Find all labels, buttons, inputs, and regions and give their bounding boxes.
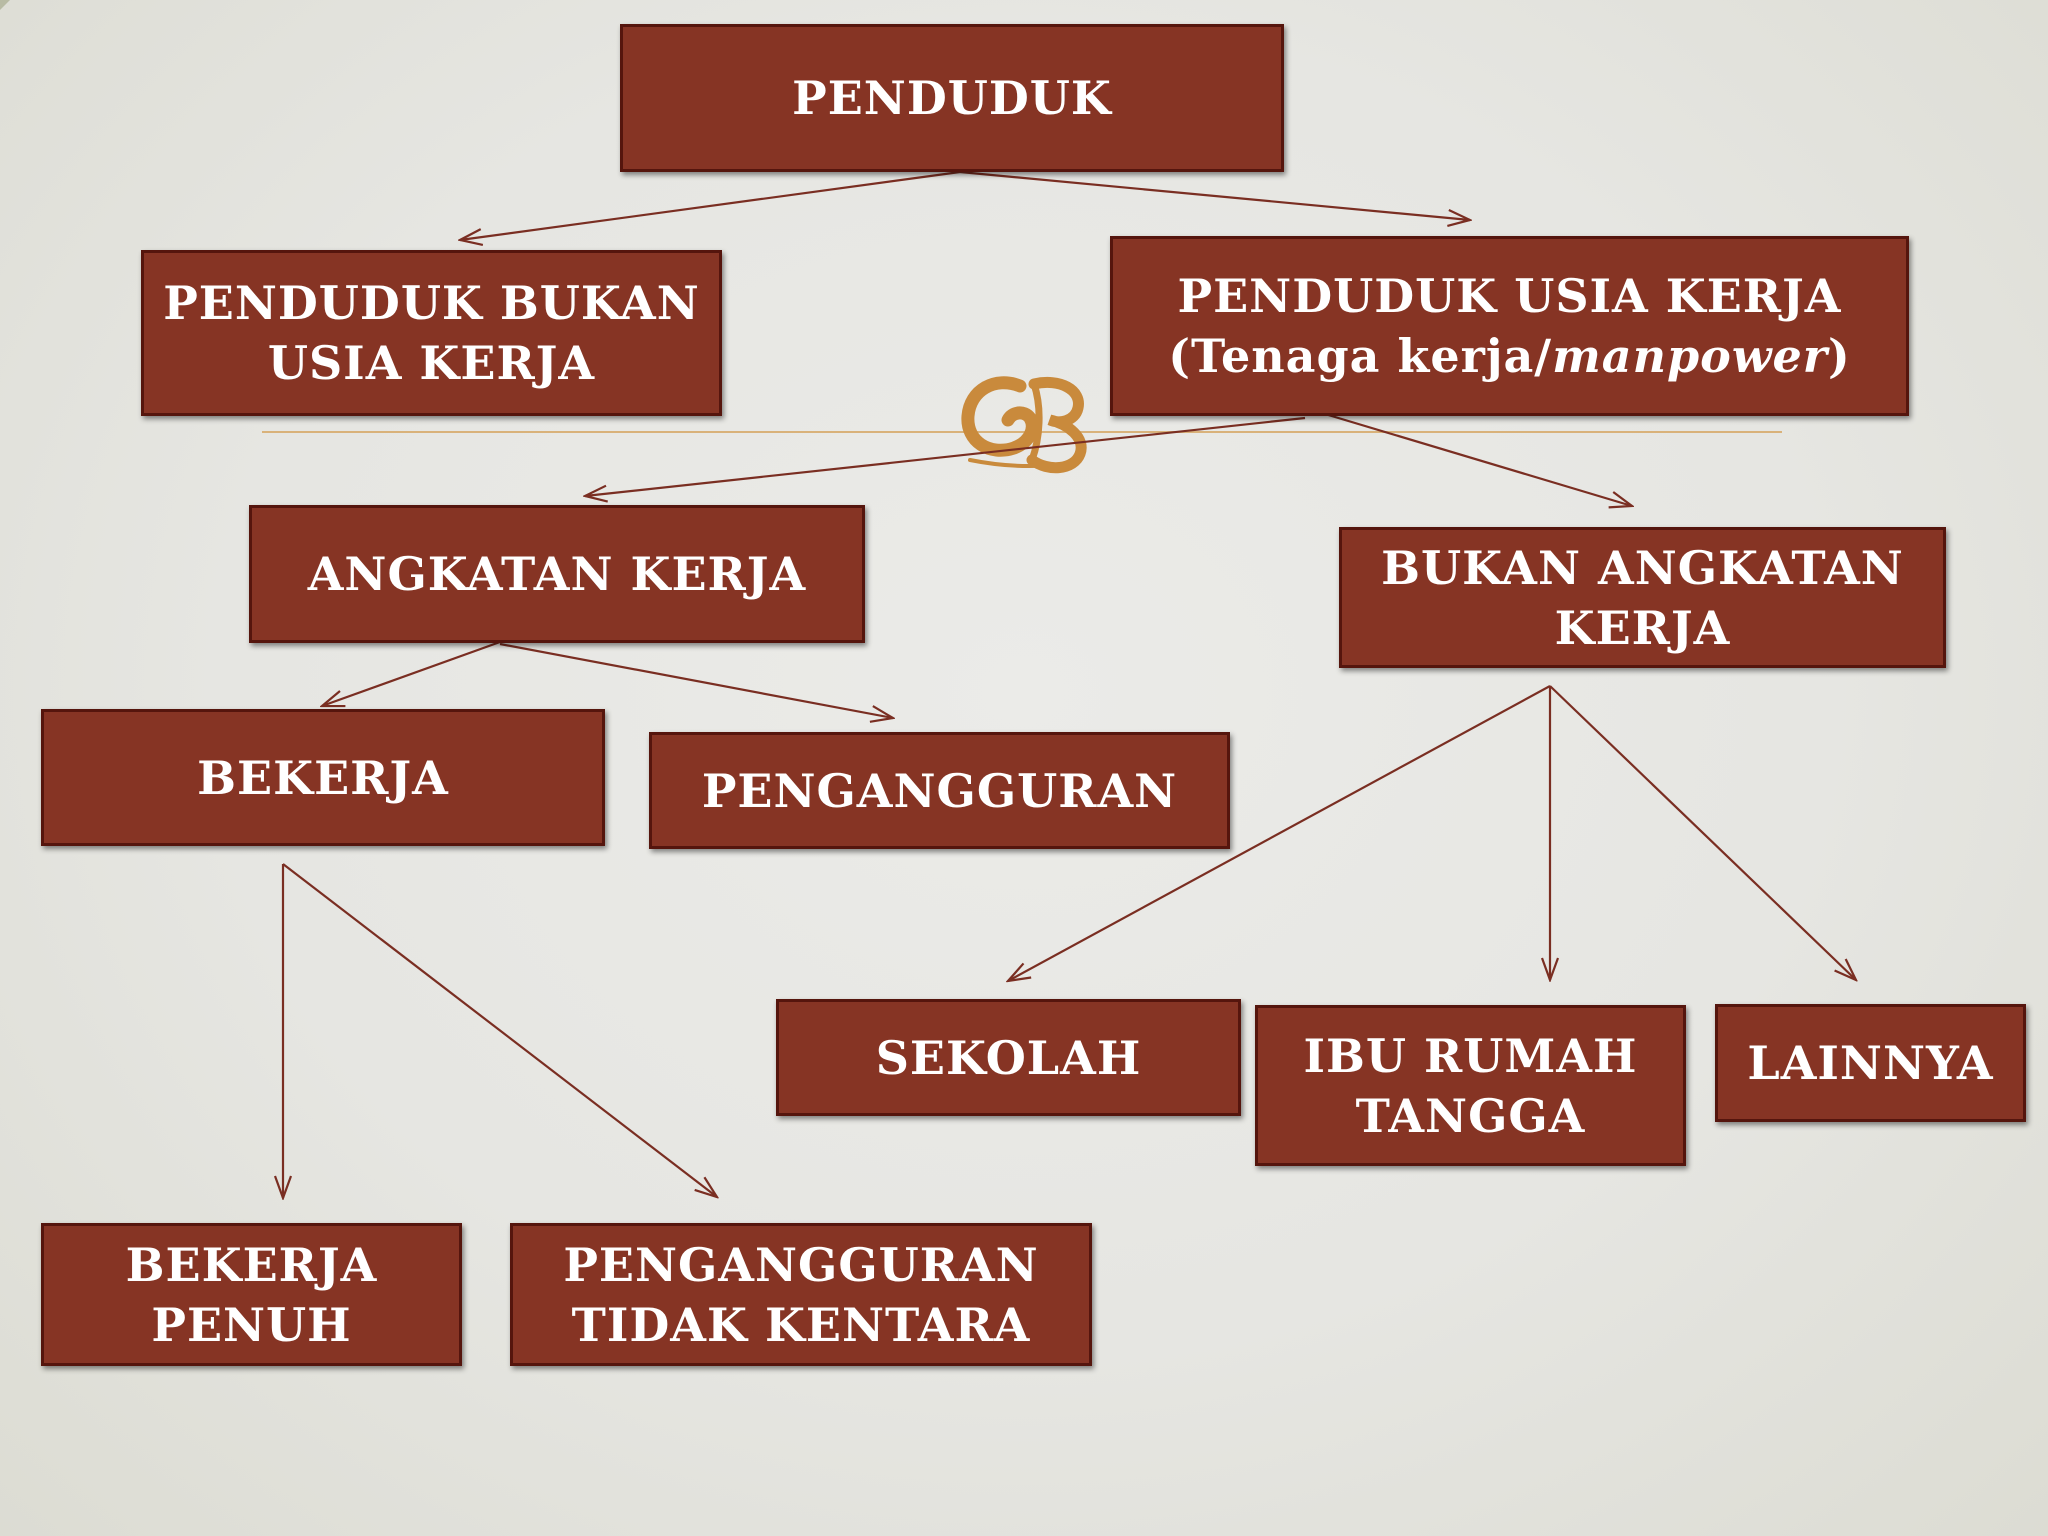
arrow-angkatan-kerja-to-bekerja <box>322 640 501 706</box>
node-bekerja: BEKERJA <box>41 709 605 846</box>
arrow-usia-kerja-to-angkatan-kerja <box>585 416 1306 496</box>
node-penduduk-label: PENDUDUK <box>792 71 1112 125</box>
arrow-penduduk-to-usia-kerja <box>959 170 1470 220</box>
node-bekerja-label: BEKERJA <box>197 750 449 805</box>
node-lainnya-label: LAINNYA <box>1747 1036 1994 1090</box>
arrow-usia-kerja-to-bukan-angkatan-kerja <box>1324 412 1632 506</box>
node-pengangguran-tidak-kentara-line-1: PENGANGGURAN <box>563 1237 1039 1292</box>
node-penduduk-usia-kerja-line-1: PENDUDUK USIA KERJA <box>1177 269 1842 323</box>
node-angkatan-kerja: ANGKATAN KERJA <box>249 505 865 643</box>
node-lainnya: LAINNYA <box>1715 1004 2026 1122</box>
node-bekerja-penuh-line-2: PENUH <box>151 1297 352 1352</box>
arrow-angkatan-kerja-to-pengangguran <box>499 642 893 718</box>
node-bekerja-penuh-line-1: BEKERJA <box>125 1237 378 1292</box>
node-bukan-angkatan-kerja: BUKAN ANGKATAN KERJA <box>1339 527 1946 668</box>
node-penduduk: PENDUDUK <box>620 24 1284 172</box>
node-pengangguran-tidak-kentara-line-2: TIDAK KENTARA <box>571 1297 1031 1352</box>
node-bekerja-penuh: BEKERJA PENUH <box>41 1223 462 1366</box>
subtitle-prefix: (Tenaga kerja/ <box>1168 329 1553 383</box>
arrow-penduduk-to-bukan-usia-kerja <box>460 170 961 240</box>
corner-tick-icon <box>0 0 10 10</box>
node-angkatan-kerja-label: ANGKATAN KERJA <box>307 547 807 601</box>
node-bukan-angkatan-kerja-line-2: KERJA <box>1554 600 1731 655</box>
subtitle-italic-manpower: manpower <box>1552 329 1828 383</box>
node-pengangguran: PENGANGGURAN <box>649 732 1230 849</box>
arrow-bukan-angkatan-kerja-to-lainnya <box>1549 685 1856 980</box>
node-penduduk-bukan-usia-kerja-line-1: PENDUDUK BUKAN <box>163 276 700 330</box>
node-ibu-rumah-tangga: IBU RUMAH TANGGA <box>1255 1005 1686 1166</box>
node-penduduk-bukan-usia-kerja: PENDUDUK BUKAN USIA KERJA <box>141 250 722 416</box>
node-penduduk-usia-kerja-subtitle: (Tenaga kerja/manpower) <box>1168 326 1850 386</box>
subtitle-suffix: ) <box>1827 329 1851 383</box>
node-penduduk-bukan-usia-kerja-line-2: USIA KERJA <box>267 336 596 390</box>
node-sekolah-label: SEKOLAH <box>875 1030 1142 1085</box>
arrow-bekerja-to-pengangguran-tidak-kentara <box>282 863 717 1197</box>
node-ibu-rumah-tangga-line-1: IBU RUMAH <box>1303 1028 1638 1083</box>
node-penduduk-usia-kerja: PENDUDUK USIA KERJA (Tenaga kerja/manpow… <box>1110 236 1909 416</box>
node-bukan-angkatan-kerja-line-1: BUKAN ANGKATAN <box>1381 540 1904 595</box>
node-sekolah: SEKOLAH <box>776 999 1241 1116</box>
node-pengangguran-tidak-kentara: PENGANGGURAN TIDAK KENTARA <box>510 1223 1092 1366</box>
arrow-bukan-angkatan-kerja-to-sekolah <box>1008 685 1551 981</box>
node-pengangguran-label: PENGANGGURAN <box>701 763 1178 818</box>
node-ibu-rumah-tangga-line-2: TANGGA <box>1355 1088 1586 1143</box>
decorative-rule <box>262 431 1782 433</box>
